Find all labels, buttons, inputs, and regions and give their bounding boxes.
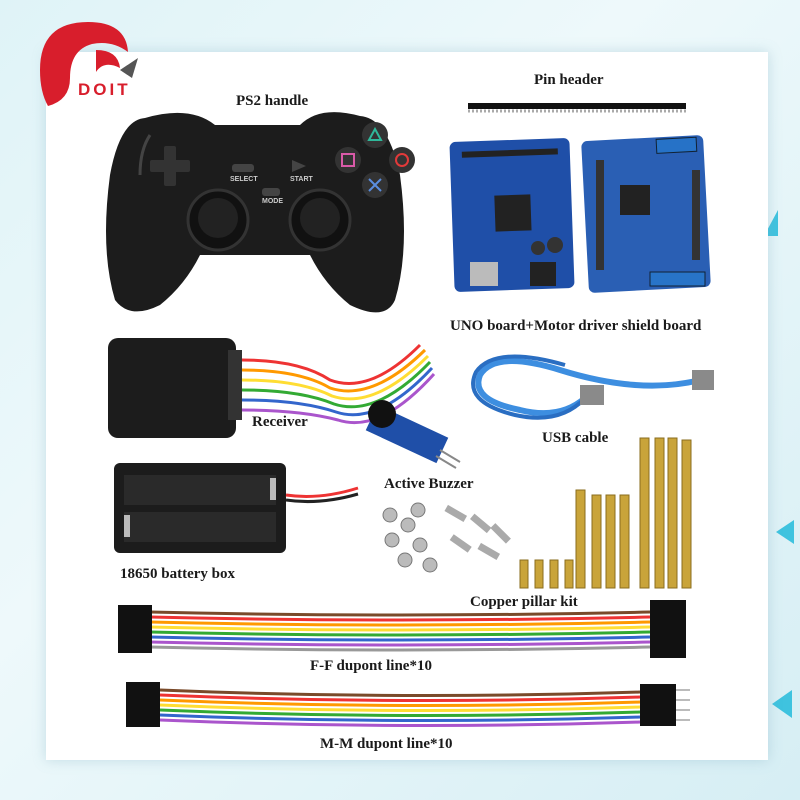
screws-nuts-icon (382, 502, 511, 573)
decor-triangle-right-bottom (772, 690, 792, 718)
uno-board-icon (449, 138, 575, 292)
ps2-handle-label: PS2 handle (236, 93, 309, 109)
battery-box-label: 18650 battery box (120, 566, 235, 582)
usb-cable-icon (471, 354, 714, 420)
decor-triangle-right-mid (776, 520, 794, 544)
uno-board-label: UNO board+Motor driver shield board (450, 318, 702, 334)
battery-box-icon (114, 463, 359, 553)
buzzer-icon (365, 400, 461, 469)
active-buzzer-label: Active Buzzer (384, 476, 474, 492)
ff-dupont-cable-icon (118, 600, 686, 658)
select-button-label: SELECT (230, 176, 258, 183)
pin-header-icon (468, 103, 686, 113)
mm-dupont-label: M-M dupont line*10 (320, 736, 453, 752)
doit-logo-icon (40, 22, 138, 106)
ps2-controller-icon (106, 112, 415, 313)
mode-button-label: MODE (262, 198, 283, 205)
brand-logo-text: DOIT (78, 80, 131, 99)
copper-pillar-label: Copper pillar kit (470, 594, 578, 610)
usb-cable-label: USB cable (542, 430, 609, 446)
start-button-label: START (290, 176, 313, 183)
mm-dupont-cable-icon (126, 682, 690, 728)
pin-header-label: Pin header (534, 72, 604, 88)
copper-pillar-icon (519, 437, 692, 589)
receiver-label: Receiver (252, 414, 308, 430)
receiver-icon (108, 338, 436, 438)
ff-dupont-label: F-F dupont line*10 (310, 658, 432, 674)
motor-shield-icon (581, 135, 711, 293)
